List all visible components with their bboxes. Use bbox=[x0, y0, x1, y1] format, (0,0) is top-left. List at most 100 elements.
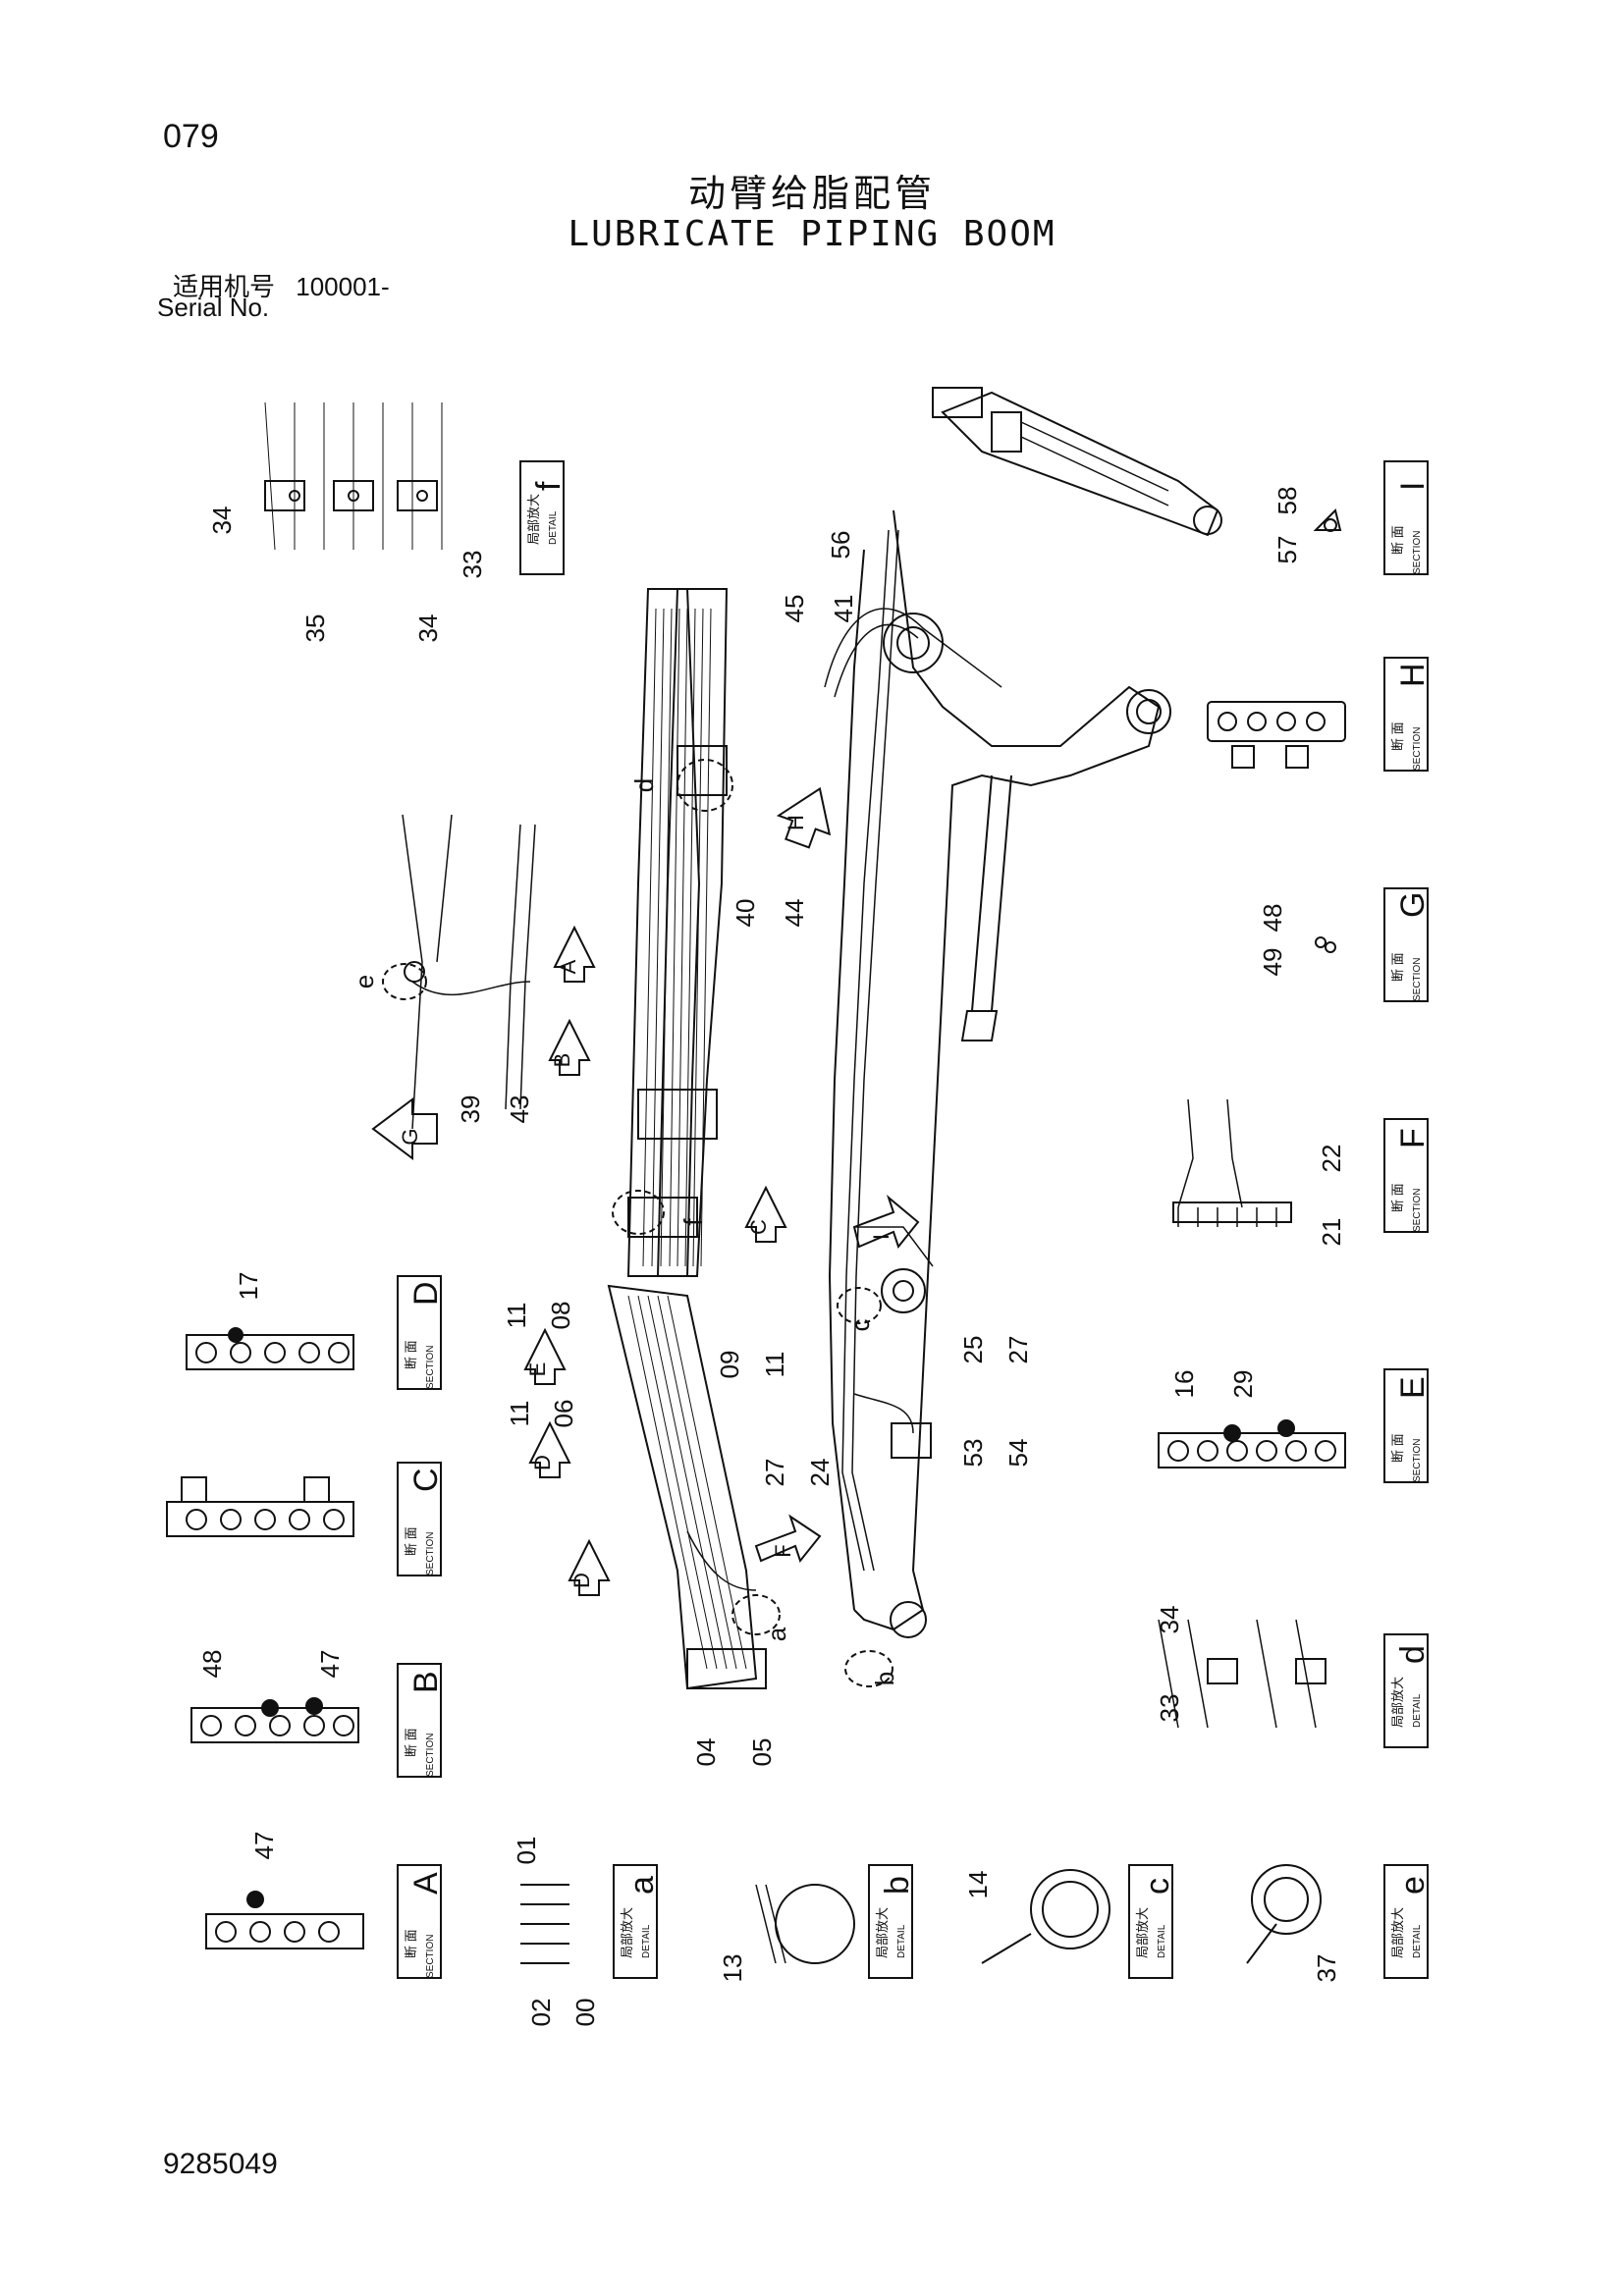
detail-b-letter: b bbox=[879, 1876, 916, 1895]
I-part-57: 57 bbox=[1272, 536, 1302, 564]
detail-b-cn: 局部放大 bbox=[875, 1907, 890, 1958]
detail-c-drawing bbox=[981, 1869, 1110, 1964]
c-part-14: 14 bbox=[963, 1871, 993, 1899]
callout-04: 04 bbox=[691, 1738, 721, 1767]
arrow-label-D1: D bbox=[530, 1455, 555, 1470]
callout-24: 24 bbox=[805, 1459, 835, 1487]
section-E-cn: 断 面 bbox=[1390, 1433, 1405, 1463]
B-part-48: 48 bbox=[197, 1650, 227, 1679]
section-A-en: SECTION bbox=[425, 1935, 436, 1978]
arrow-label-F: F bbox=[771, 1544, 795, 1557]
b-part-13: 13 bbox=[718, 1954, 747, 1983]
callout-11c: 11 bbox=[760, 1352, 789, 1378]
section-E-label-box: 断 面 SECTION E bbox=[1383, 1368, 1432, 1483]
detail-b-en: DETAIL bbox=[896, 1924, 907, 1958]
detail-f-letter: f bbox=[530, 481, 568, 491]
f-part-34a: 34 bbox=[207, 507, 237, 535]
arrow-label-H: H bbox=[784, 815, 808, 830]
view-arrow-H bbox=[776, 786, 832, 849]
detail-c-letter: c bbox=[1139, 1878, 1176, 1895]
section-B-label-box: 断 面 SECTION B bbox=[397, 1663, 445, 1778]
section-D-en: SECTION bbox=[425, 1346, 436, 1389]
F-part-22: 22 bbox=[1317, 1145, 1346, 1173]
callout-27b: 27 bbox=[760, 1459, 789, 1487]
section-G-cn: 断 面 bbox=[1390, 952, 1405, 982]
detail-c-cn: 局部放大 bbox=[1135, 1907, 1150, 1958]
arrow-label-A: A bbox=[556, 959, 580, 974]
A-part-47: 47 bbox=[249, 1832, 279, 1860]
section-D-drawing bbox=[186, 1327, 354, 1370]
callout-08: 08 bbox=[546, 1302, 575, 1330]
d-part-34: 34 bbox=[1155, 1606, 1184, 1634]
circle-label-e: e bbox=[350, 975, 379, 988]
section-I-drawing bbox=[1313, 508, 1342, 532]
section-D-letter: D bbox=[407, 1281, 445, 1306]
section-B-en: SECTION bbox=[425, 1734, 436, 1777]
section-G-label-box: 断 面 SECTION G bbox=[1383, 887, 1432, 1002]
section-D-cn: 断 面 bbox=[404, 1340, 418, 1369]
arm-piping-bundle bbox=[607, 588, 781, 1690]
detail-f-drawing bbox=[264, 401, 443, 551]
arrow-label-B: B bbox=[550, 1053, 574, 1068]
arrow-label-D2: D bbox=[569, 1573, 594, 1588]
callout-54: 54 bbox=[1003, 1439, 1033, 1468]
a-part-01: 01 bbox=[512, 1837, 541, 1865]
detail-a-drawing bbox=[520, 1884, 569, 1964]
callout-11b: 11 bbox=[505, 1401, 534, 1427]
detail-c-en: DETAIL bbox=[1157, 1924, 1167, 1958]
f-part-34b: 34 bbox=[413, 614, 443, 643]
title-chinese: 动臂给脂配管 bbox=[687, 174, 936, 215]
circle-label-b: b bbox=[870, 1672, 899, 1685]
callout-44: 44 bbox=[780, 899, 809, 928]
I-part-58: 58 bbox=[1272, 487, 1302, 515]
detail-b-label-box: 局部放大 DETAIL b bbox=[868, 1864, 916, 1979]
section-A-label-box: 断 面 SECTION A bbox=[397, 1864, 445, 1979]
f-part-33: 33 bbox=[458, 551, 487, 579]
section-A-letter: A bbox=[407, 1872, 445, 1895]
section-B-cn: 断 面 bbox=[404, 1728, 418, 1757]
detail-d-en: DETAIL bbox=[1412, 1693, 1423, 1728]
view-arrow-A bbox=[553, 925, 596, 983]
detail-e-drawing bbox=[1246, 1864, 1322, 1964]
section-H-letter: H bbox=[1394, 663, 1432, 687]
boom-end-drawing bbox=[932, 387, 1222, 537]
detail-d-letter: d bbox=[1394, 1645, 1432, 1664]
callout-05: 05 bbox=[747, 1738, 777, 1767]
arrow-label-I: I bbox=[869, 1234, 893, 1240]
G-part-49: 49 bbox=[1258, 948, 1287, 977]
section-C-cn: 断 面 bbox=[404, 1526, 418, 1556]
F-part-21: 21 bbox=[1317, 1218, 1346, 1247]
detail-e-letter: e bbox=[1394, 1876, 1432, 1895]
detail-c-label-box: 局部放大 DETAIL c bbox=[1128, 1864, 1176, 1979]
section-C-en: SECTION bbox=[425, 1532, 436, 1575]
section-G-letter: G bbox=[1394, 892, 1432, 918]
detail-f-label-box: 局部放大 DETAIL f bbox=[519, 460, 568, 575]
view-arrow-F bbox=[754, 1514, 822, 1564]
section-I-letter: I bbox=[1394, 482, 1432, 491]
section-F-letter: F bbox=[1394, 1128, 1432, 1148]
B-part-47: 47 bbox=[315, 1650, 345, 1679]
document-number: 9285049 bbox=[163, 2148, 278, 2180]
d-part-33: 33 bbox=[1155, 1694, 1184, 1723]
section-F-cn: 断 面 bbox=[1390, 1183, 1405, 1212]
section-H-cn: 断 面 bbox=[1390, 721, 1405, 751]
detail-f-en: DETAIL bbox=[548, 510, 559, 545]
view-arrow-D2 bbox=[568, 1538, 611, 1596]
e-part-37: 37 bbox=[1312, 1954, 1341, 1983]
E-part-29: 29 bbox=[1228, 1370, 1258, 1399]
circle-label-d: d bbox=[629, 778, 659, 792]
a-part-02: 02 bbox=[526, 1999, 556, 2027]
page-number: 079 bbox=[163, 118, 219, 155]
detail-d-drawing bbox=[1158, 1619, 1326, 1729]
boom-structure bbox=[824, 509, 1171, 1687]
callout-25: 25 bbox=[958, 1336, 988, 1364]
callout-45: 45 bbox=[780, 595, 809, 623]
callout-39: 39 bbox=[456, 1095, 485, 1124]
section-C-drawing bbox=[166, 1476, 354, 1537]
detail-e-cn: 局部放大 bbox=[1390, 1907, 1405, 1958]
view-arrow-D1 bbox=[528, 1420, 571, 1478]
circle-label-a: a bbox=[762, 1627, 791, 1641]
section-H-en: SECTION bbox=[1412, 727, 1423, 771]
arrow-label-G: G bbox=[398, 1128, 422, 1145]
